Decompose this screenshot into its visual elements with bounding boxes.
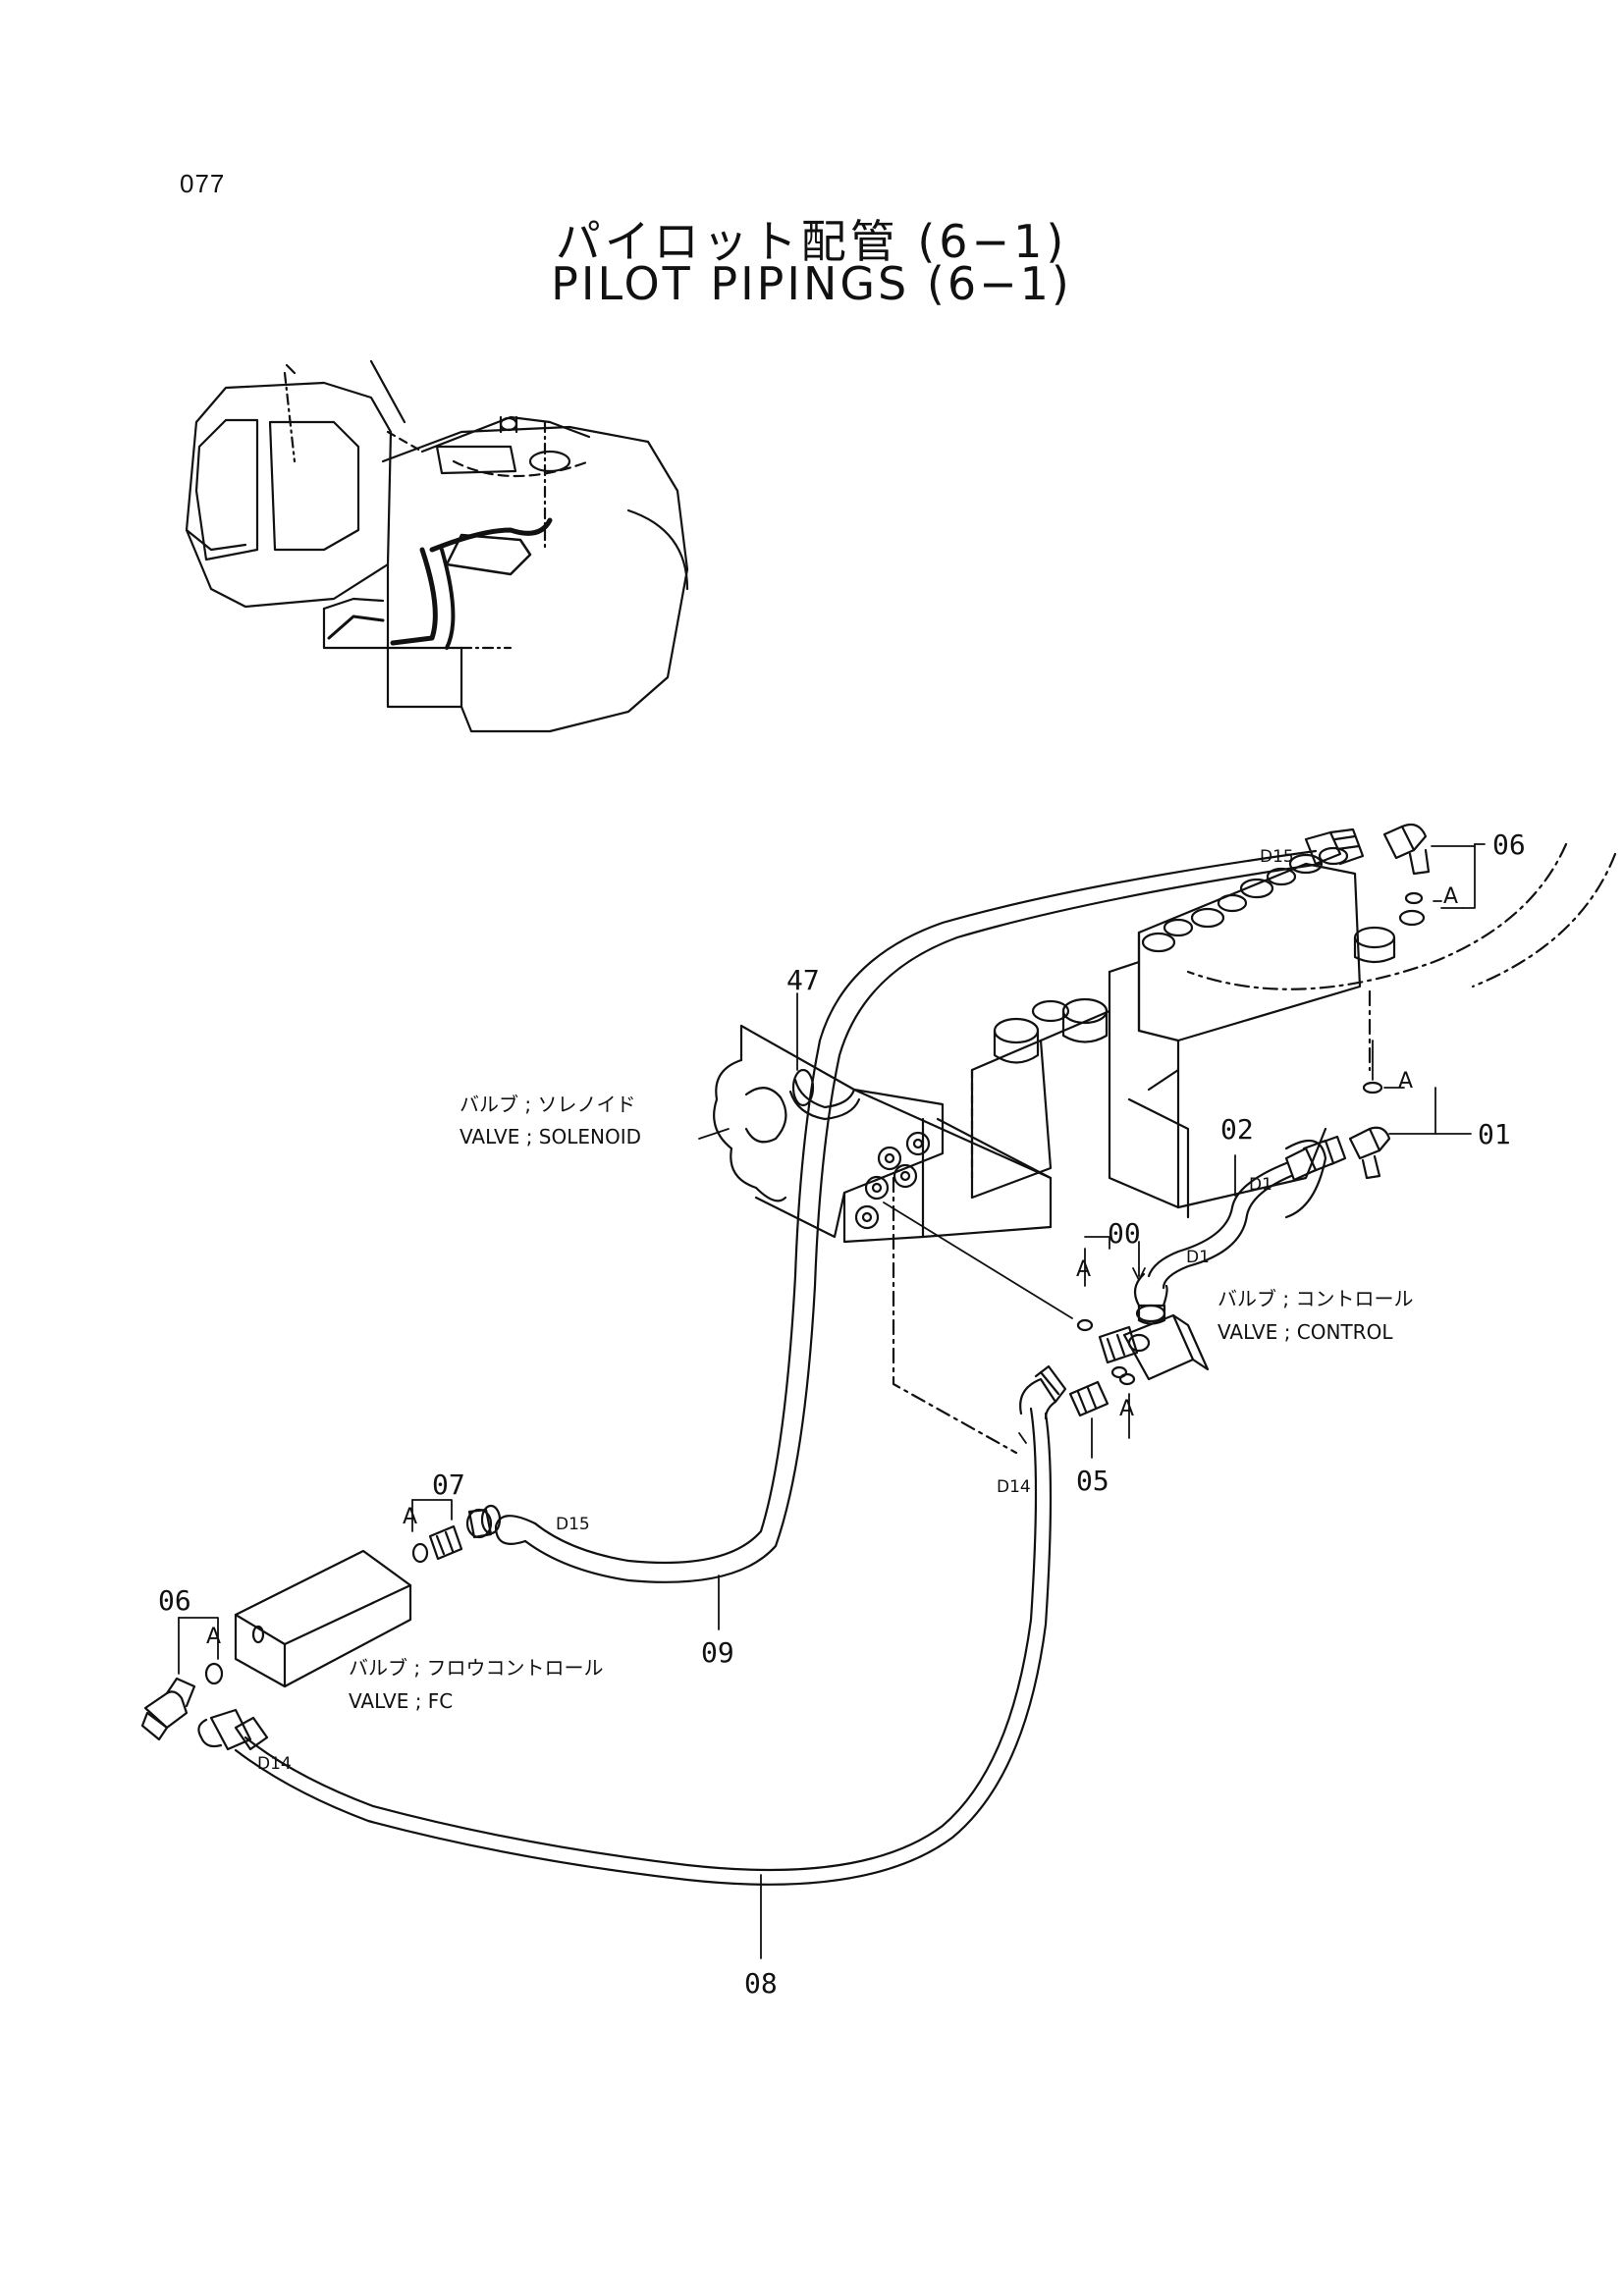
tee-fitting-00 [1076, 1313, 1210, 1386]
clamp-47 [788, 1068, 861, 1121]
port-mark-a-center: A [1076, 1257, 1091, 1282]
control-valve-ports [993, 846, 1426, 1064]
title-english: PILOT PIPINGS (6−1) [551, 257, 1072, 310]
size-mark-d15-mid: D15 [556, 1515, 590, 1534]
hose-02 [1147, 1161, 1293, 1290]
leader-lines [178, 843, 1486, 1959]
page-number: 077 [180, 169, 226, 198]
callout-07: 07 [432, 1468, 465, 1501]
port-mark-a-top: A [1443, 884, 1458, 909]
callout-06-left: 06 [158, 1584, 191, 1617]
port-mark-a-lower: A [1119, 1397, 1134, 1421]
control-valve-label-en: VALVE ; CONTROL [1217, 1320, 1393, 1344]
control-valve-label-jp: バルブ ; コントロール [1217, 1287, 1413, 1310]
solenoid-label-en: VALVE ; SOLENOID [460, 1125, 641, 1148]
elbow-fitting-09 [465, 1504, 537, 1545]
size-marks: D15 D1 D1 D14 D15 D14 [257, 847, 1294, 1774]
size-mark-d14-low: D14 [257, 1754, 292, 1774]
callout-09: 09 [701, 1636, 734, 1669]
callout-05: 05 [1076, 1465, 1109, 1497]
excavator-overview-illustration [185, 359, 689, 733]
adapter-fitting-07 [411, 1524, 463, 1564]
adapter-fitting-05 [1068, 1365, 1128, 1417]
hose-02-lower-elbow [1133, 1272, 1168, 1325]
fc-valve-label-jp: バルブ ; フロウコントロール [349, 1656, 603, 1680]
port-marks: A A A A A A [206, 884, 1458, 1649]
frame-outline [892, 842, 1617, 1455]
flow-control-valve-body [234, 1549, 412, 1688]
callout-08: 08 [744, 1967, 778, 2000]
port-mark-a-right: A [1398, 1069, 1413, 1094]
hose-08 [234, 1407, 1053, 1886]
hose-08-bottom-fitting [197, 1708, 269, 1751]
elbow-fitting-06-top [1382, 823, 1431, 905]
solenoid-valve-body [713, 1024, 1053, 1244]
hose-08-top-elbow [1019, 1364, 1067, 1420]
size-mark-d14-mid: D14 [997, 1477, 1031, 1497]
size-mark-d15-top: D15 [1260, 847, 1294, 867]
callout-06-top: 06 [1492, 828, 1526, 861]
callout-numbers: 47 06 01 02 00 05 07 09 06 08 [158, 828, 1526, 2000]
hose-02-upper-fitting [1284, 1135, 1347, 1182]
port-mark-a-06: A [206, 1625, 221, 1649]
hose-09 [523, 849, 1323, 1583]
hose-09-top-fitting [1304, 828, 1365, 866]
port-mark-a-07: A [403, 1505, 417, 1529]
size-mark-d1-upper: D1 [1249, 1175, 1272, 1195]
part-labels: バルブ ; ソレノイド VALVE ; SOLENOID バルブ ; コントロー… [349, 1093, 1413, 1713]
control-valve-body [970, 846, 1426, 1219]
title-japanese: パイロット配管 (6−1) [555, 215, 1068, 268]
callout-47: 47 [786, 964, 820, 996]
elbow-fitting-06-left [140, 1662, 224, 1741]
callout-00: 00 [1108, 1217, 1141, 1250]
callout-02: 02 [1220, 1113, 1254, 1146]
fc-valve-label-en: VALVE ; FC [349, 1689, 453, 1713]
elbow-fitting-01 [1348, 1081, 1391, 1180]
size-mark-d1-lower: D1 [1186, 1248, 1210, 1267]
callout-01: 01 [1478, 1118, 1511, 1150]
solenoid-label-jp: バルブ ; ソレノイド [460, 1093, 635, 1116]
